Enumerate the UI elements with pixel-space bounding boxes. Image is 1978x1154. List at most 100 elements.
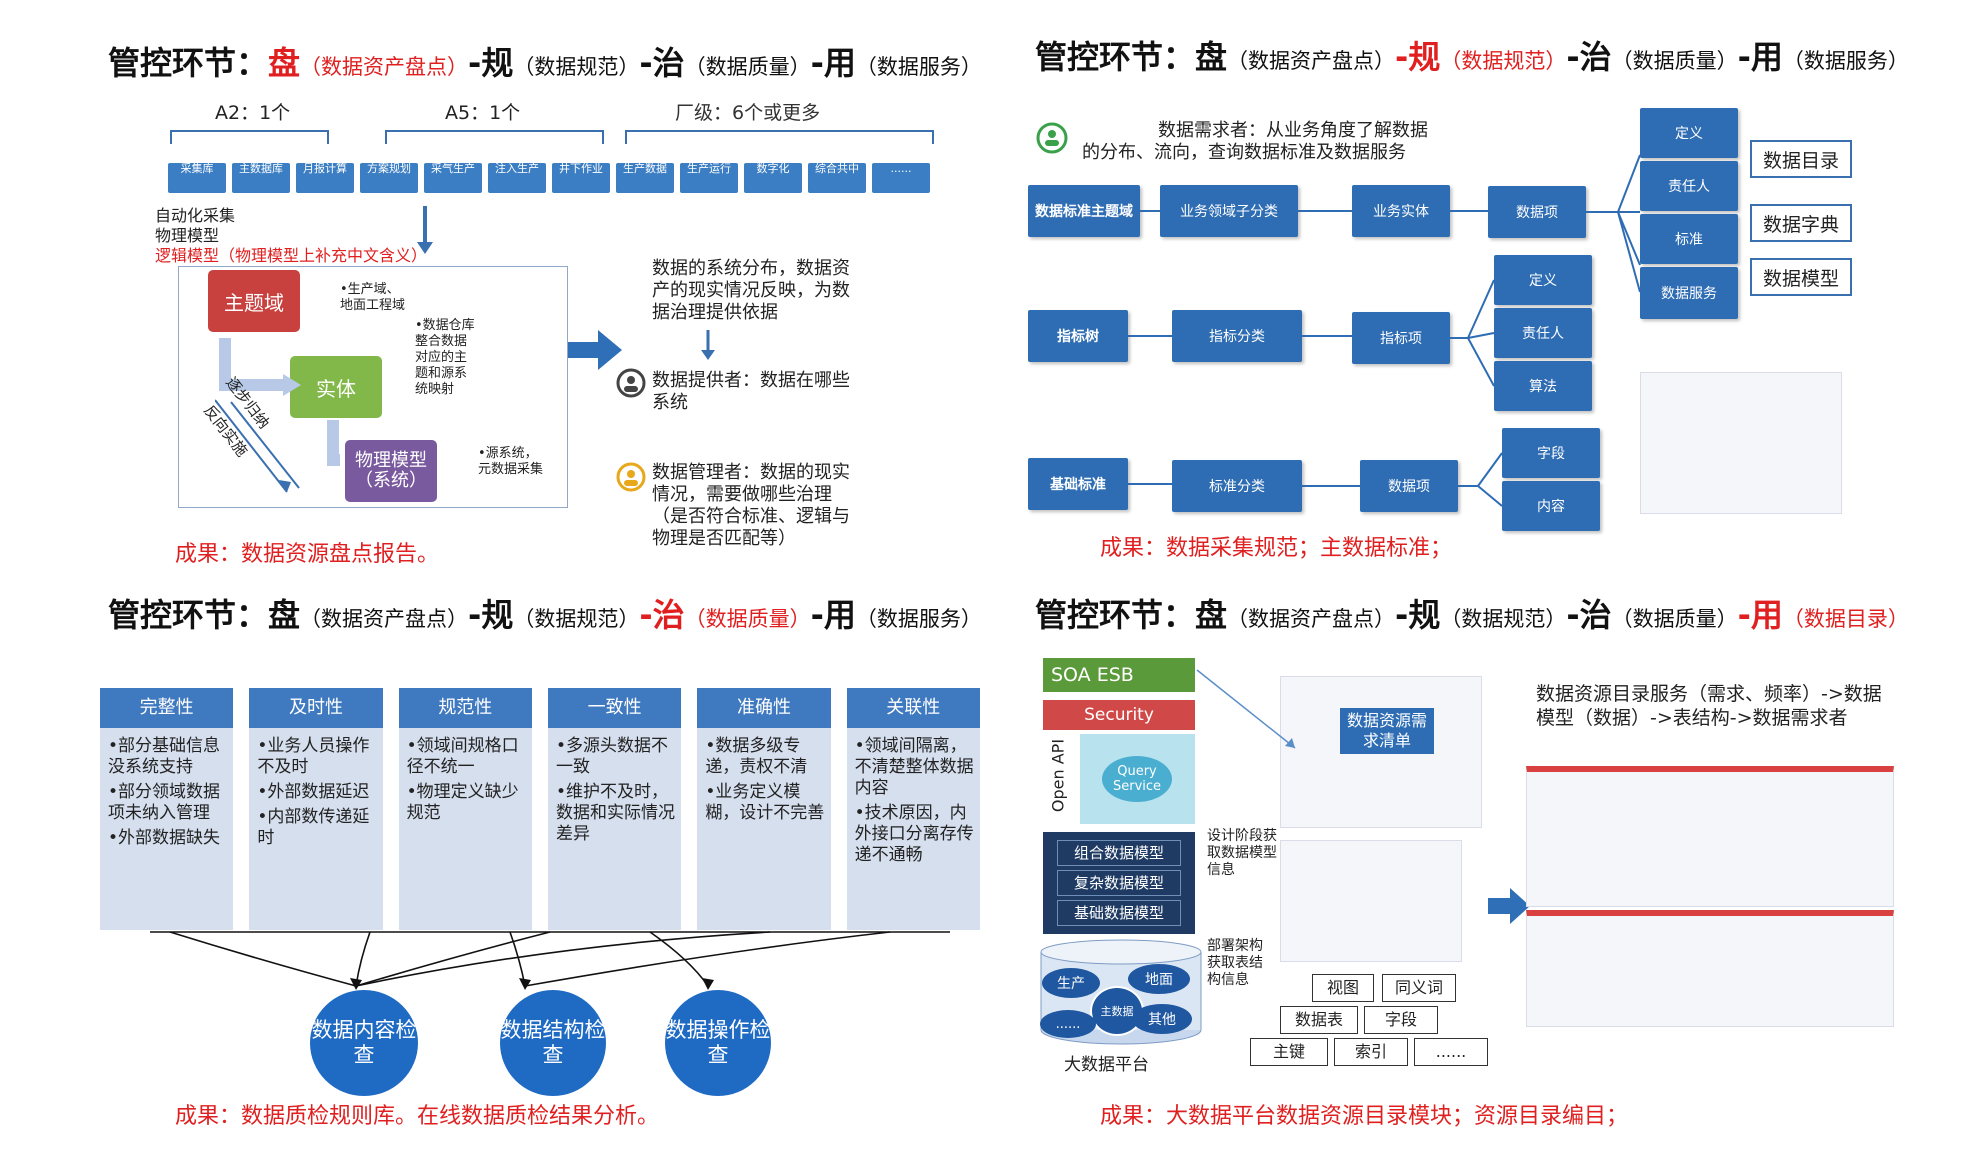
catalog-request-box: 数据资源需求清单	[1340, 708, 1434, 754]
circle-content-check: 数据内容检查	[310, 990, 418, 1096]
group-factory: 厂级：6个或更多	[675, 102, 821, 124]
box-definition: 定义	[1640, 108, 1738, 158]
group-a5: A5：1个	[445, 102, 521, 124]
box-indicator-item: 指标项	[1352, 312, 1450, 364]
box-standard-class: 标准分类	[1172, 460, 1302, 512]
platform-node: ......	[1040, 1010, 1096, 1038]
model-frame	[178, 266, 568, 508]
q4-result: 成果：大数据平台数据资源目录模块；资源目录编目；	[1100, 1104, 1629, 1129]
phase-item: 采集库	[168, 163, 226, 193]
phase-item: 主数据库	[232, 163, 290, 193]
box-data-service: 数据服务	[1640, 267, 1738, 319]
circle-operation-check: 数据操作检查	[665, 990, 771, 1096]
phase-item: 生产运行	[680, 163, 738, 193]
box-physical-model: 物理模型（系统）	[345, 440, 437, 502]
q1-summary: 数据的系统分布，数据资产的现实情况反映，为数据治理提供依据	[652, 258, 850, 323]
quality-column: 完整性 •部分基础信息没系统支持 •部分领域数据项未纳入管理 •外部数据缺失	[100, 688, 234, 930]
box-owner: 责任人	[1640, 161, 1738, 211]
model-stack: 组合数据模型 复杂数据模型 基础数据模型	[1043, 832, 1195, 934]
q3-curves	[150, 931, 950, 990]
right-arrow-icon	[568, 330, 622, 370]
platform-node: 其他	[1132, 1004, 1192, 1034]
quality-column: 准确性 •数据多级专递，责权不清 •业务定义模糊，设计不完善	[697, 688, 831, 930]
q2-requester: 数据需求者：从业务角度了解数据的分布、流向，查询数据标准及数据服务	[1082, 120, 1428, 163]
box-indicator-class: 指标分类	[1172, 310, 1302, 362]
soa-esb-bar: SOA ESB	[1043, 658, 1195, 692]
brace-a5	[385, 130, 604, 144]
model-tree-thumbnail	[1280, 840, 1462, 962]
box-content: 内容	[1502, 481, 1600, 531]
q2-result: 成果：数据采集规范；主数据标准；	[1100, 536, 1453, 561]
model-arrows	[215, 338, 340, 493]
label-data-dictionary: 数据字典	[1750, 204, 1852, 242]
box-standard-domain: 数据标准主题域	[1028, 185, 1140, 237]
catalog-service-text: 数据资源目录服务（需求、频率）->数据模型（数据）->表结构->数据需求者	[1536, 683, 1882, 729]
group-a2: A2：1个	[215, 102, 291, 124]
q2-connectors	[1128, 154, 1641, 507]
security-bar: Security	[1043, 700, 1195, 730]
q2-title: 管控环节：盘（数据资产盘点）-规（数据规范）-治（数据质量）-用（数据服务）	[1035, 38, 1909, 76]
provider-icon	[616, 368, 646, 398]
phase-item: 采气生产	[424, 163, 482, 193]
q3-title: 管控环节：盘（数据资产盘点）-规（数据规范）-治（数据质量）-用（数据服务）	[108, 596, 982, 634]
platform-label: 大数据平台	[1064, 1055, 1149, 1075]
deploy-note: 部署架构获取表结构信息	[1207, 938, 1263, 988]
box-indicator-definition: 定义	[1494, 255, 1592, 305]
open-api-label: Open API	[1048, 738, 1068, 813]
schema-field: 字段	[1364, 1006, 1438, 1034]
schema-synonym: 同义词	[1382, 974, 1456, 1002]
phase-item: 方案规划	[360, 163, 418, 193]
phase-row: 采集库 主数据库 月报计算 方案规划 采气生产 注入生产 井下作业 生产数据 生…	[168, 163, 930, 193]
schema-primary-key: 主键	[1250, 1038, 1328, 1066]
phase-item: 月报计算	[296, 163, 354, 193]
q1-result: 成果：数据资源盘点报告。	[175, 542, 440, 567]
schema-index: 索引	[1334, 1038, 1408, 1066]
q1-title: 管控环节：盘（数据资产盘点）-规（数据规范）-治（数据质量）-用（数据服务）	[108, 44, 982, 82]
catalog-preview-thumbnail	[1640, 372, 1842, 514]
schema-view: 视图	[1312, 974, 1374, 1002]
phase-item: ......	[872, 163, 930, 193]
phase-item: 生产数据	[616, 163, 674, 193]
label-data-catalog: 数据目录	[1750, 140, 1852, 178]
query-service-panel: Query Service	[1080, 734, 1195, 824]
left-notes: 自动化采集 物理模型 逻辑模型（物理模型上补充中文含义）	[155, 206, 428, 265]
phase-item: 数字化	[744, 163, 802, 193]
phase-item: 注入生产	[488, 163, 546, 193]
catalog-arrow-icon	[1488, 888, 1530, 924]
box-indicator-owner: 责任人	[1494, 308, 1592, 358]
quality-column: 规范性 •领域间规格口径不统一 •物理定义缺少规范	[398, 688, 532, 930]
brace-factory	[625, 130, 934, 144]
note-warehouse: •数据仓库整合数据对应的主题和源系统映射	[415, 318, 475, 397]
q1-provider: 数据提供者：数据在哪些系统	[652, 370, 850, 413]
design-note: 设计阶段获取数据模型信息	[1207, 828, 1277, 878]
label-data-model: 数据模型	[1750, 258, 1852, 296]
query-service-badge: Query Service	[1102, 756, 1172, 802]
quality-columns: 完整性 •部分基础信息没系统支持 •部分领域数据项未纳入管理 •外部数据缺失 及…	[100, 688, 980, 930]
box-indicator-tree: 指标树	[1028, 310, 1128, 362]
box-business-entity: 业务实体	[1352, 185, 1450, 237]
box-algorithm: 算法	[1494, 361, 1592, 411]
schema-table: 数据表	[1280, 1006, 1358, 1034]
box-standard: 标准	[1640, 214, 1738, 264]
schema-more: ......	[1414, 1038, 1488, 1066]
q4-pointer-line	[1196, 669, 1296, 749]
platform-node: 地面	[1128, 964, 1190, 994]
platform-node: 生产	[1042, 968, 1100, 998]
brace-a2	[170, 130, 329, 144]
q4-title: 管控环节：盘（数据资产盘点）-规（数据规范）-治（数据质量）-用（数据目录）	[1035, 596, 1909, 634]
box-entity: 实体	[290, 356, 382, 418]
catalog-list-thumbnail	[1526, 910, 1894, 1027]
quality-column: 关联性 •领域间隔离，不清楚整体数据内容 •技术原因，内外接口分离存传递不通畅	[846, 688, 980, 930]
box-business-subclass: 业务领域子分类	[1160, 185, 1298, 237]
circle-structure-check: 数据结构检查	[500, 990, 606, 1096]
q3-result: 成果：数据质检规则库。在线数据质检结果分析。	[175, 1104, 660, 1129]
quality-column: 一致性 •多源头数据不一致 •维护不及时，数据和实际情况差异	[547, 688, 682, 930]
box-data-item: 数据项	[1488, 186, 1586, 238]
small-down-arrow-icon	[701, 330, 715, 360]
phase-item: 综合共中	[808, 163, 866, 193]
requester-icon	[1036, 122, 1068, 154]
catalog-form-thumbnail	[1526, 766, 1894, 907]
q1-manager: 数据管理者：数据的现实情况，需要做哪些治理（是否符合标准、逻辑与物理是否匹配等）	[652, 462, 850, 549]
note-domain: •生产域、地面工程域	[340, 282, 406, 313]
box-base-data-item: 数据项	[1360, 460, 1458, 512]
